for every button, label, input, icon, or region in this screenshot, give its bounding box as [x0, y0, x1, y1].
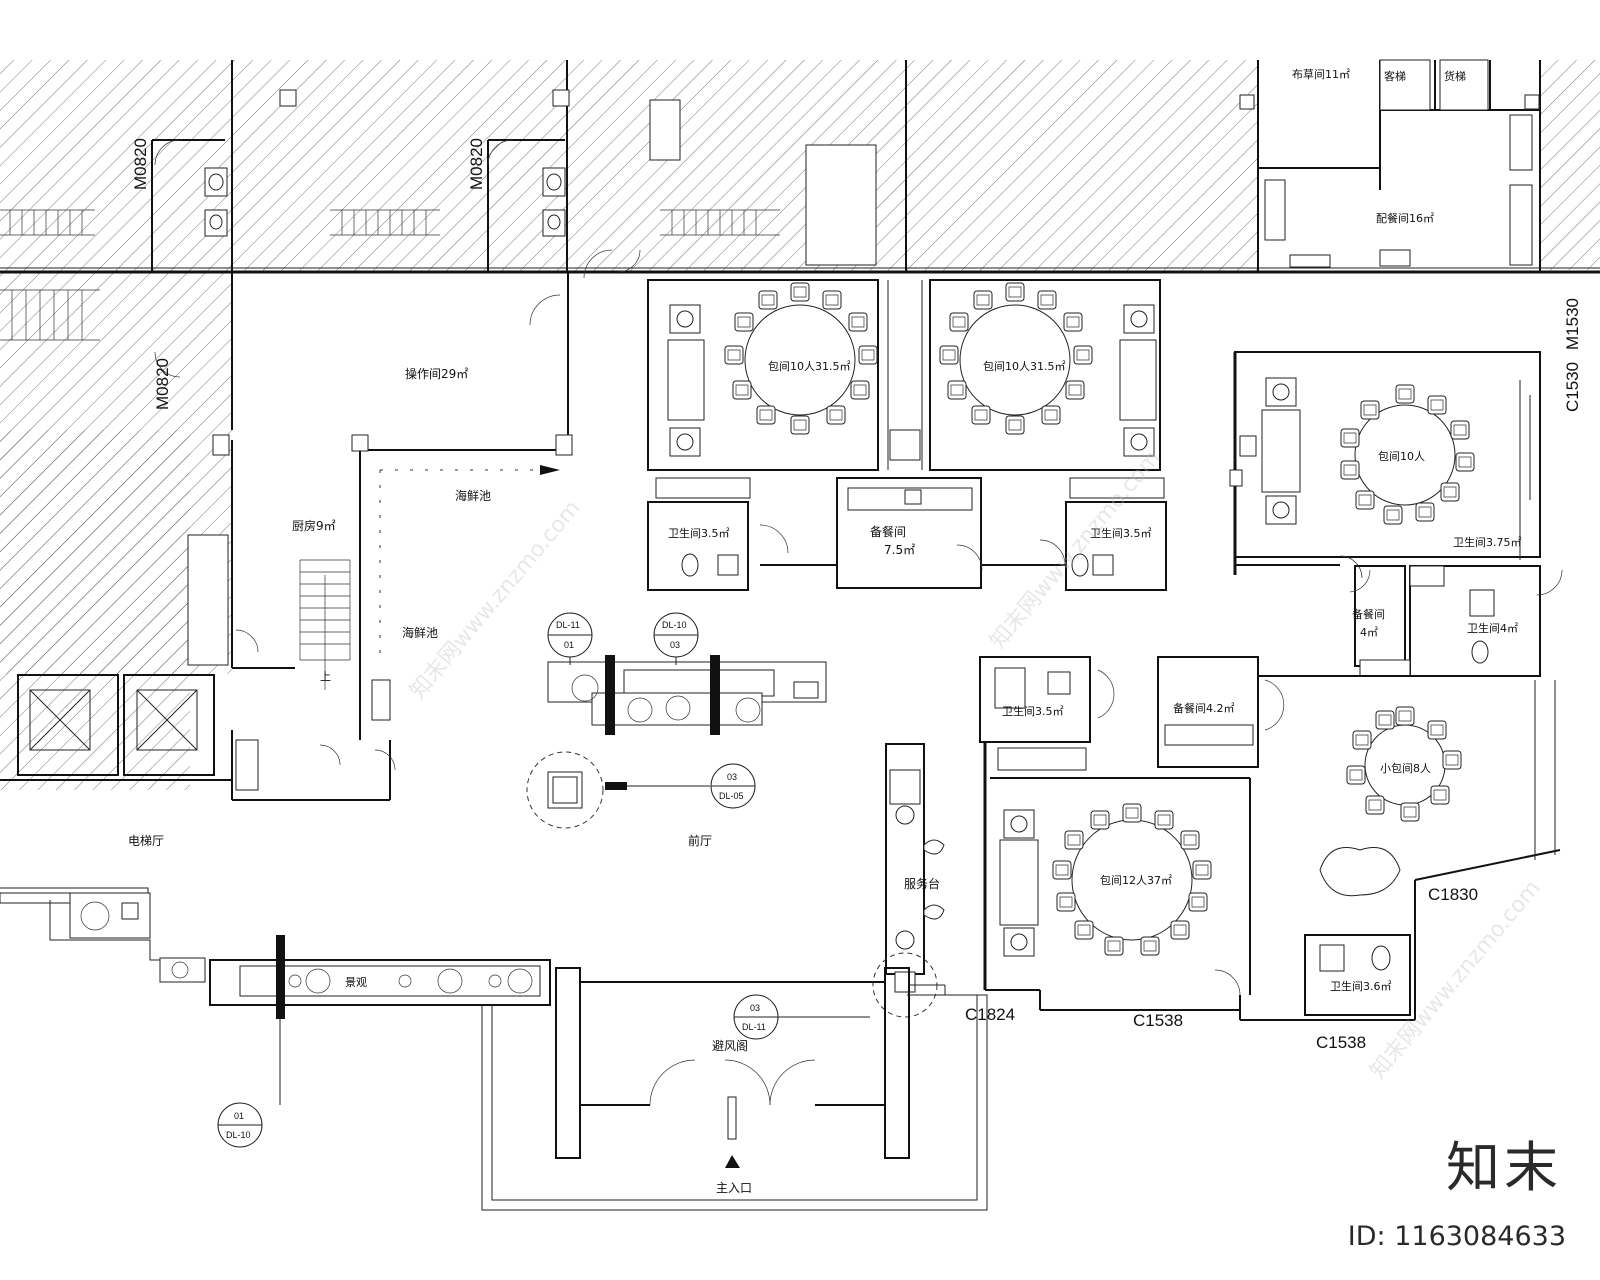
label-main-entrance: 主入口 — [716, 1181, 752, 1195]
tag-5-num: 01 — [234, 1111, 244, 1121]
label-wc-d: 卫生间4㎡ — [1467, 621, 1518, 635]
tag-1-num: 01 — [564, 640, 574, 650]
tag-1: DL-11 01 — [547, 612, 593, 665]
tag-2: DL-10 03 — [653, 612, 699, 665]
label-wc-c: 卫生间3.75㎡ — [1453, 535, 1522, 549]
label-stair-up: 上 — [320, 670, 331, 683]
tag-5: 01 DL-10 — [217, 1102, 263, 1148]
label-landscape: 景观 — [345, 976, 367, 989]
lounge-sofa — [1319, 847, 1401, 897]
code-m1530: M1530 — [1563, 298, 1582, 350]
label-operation: 操作间29㎡ — [405, 366, 468, 381]
label-seafood-2: 海鲜池 — [402, 625, 438, 640]
lower-room-walls — [979, 569, 1561, 1021]
label-pr-large: 包间12人37㎡ — [1100, 874, 1172, 887]
label-linen: 布草间11㎡ — [1292, 68, 1350, 81]
label-lift-2: 货梯 — [1444, 69, 1466, 83]
lobby-fixtures — [0, 655, 988, 1211]
tag-2-top: DL-10 — [662, 620, 687, 630]
tag-2-num: 03 — [670, 640, 680, 650]
code-m0820-c: M0820 — [153, 358, 172, 410]
table-pr-b — [939, 282, 1093, 435]
label-pantry-top: 配餐间16㎡ — [1376, 211, 1434, 225]
label-elevator-hall: 电梯厅 — [128, 834, 164, 848]
code-c1530: C1530 — [1563, 362, 1582, 412]
label-lift-1: 客梯 — [1384, 69, 1406, 83]
label-seafood-1: 海鲜池 — [455, 488, 491, 503]
label-wc-f: 卫生间3.6㎡ — [1330, 979, 1392, 993]
label-pr-c: 包间10人 — [1378, 450, 1425, 463]
label-serve-right: 备餐间 — [1352, 607, 1385, 621]
label-service-desk: 服务台 — [904, 876, 940, 891]
code-m0820-b: M0820 — [467, 138, 486, 190]
label-wc-b: 卫生间3.5㎡ — [1090, 526, 1152, 540]
label-lobby: 前厅 — [688, 833, 712, 848]
room-labels: 布草间11㎡ 配餐间16㎡ 客梯 货梯 操作间29㎡ 厨房9㎡ 海鲜池 海鲜池 … — [128, 68, 1522, 1195]
tag-5-bot: DL-10 — [226, 1130, 251, 1140]
watermark-2: 知末网www.znzmo.com — [985, 446, 1165, 654]
code-c1538-b: C1538 — [1316, 1033, 1366, 1052]
label-serve-right-area: 4㎡ — [1360, 626, 1378, 639]
label-pr-b: 包间10人31.5㎡ — [983, 360, 1066, 373]
service-walls — [0, 272, 573, 801]
label-wc-a: 卫生间3.5㎡ — [668, 526, 730, 540]
table-pr-large — [1052, 803, 1212, 956]
tag-3-num: 03 — [727, 772, 737, 782]
table-pr-a — [724, 282, 878, 435]
code-c1830: C1830 — [1428, 885, 1478, 904]
tag-4-num: 03 — [750, 1003, 760, 1013]
upper-walls — [0, 59, 1600, 341]
table-pr-small — [1346, 706, 1462, 822]
elevation-tags: DL-11 01 DL-10 03 03 DL-05 03 DL-11 — [217, 612, 870, 1148]
label-wc-e: 卫生间3.5㎡ — [1002, 704, 1064, 718]
opening-codes: M0820 M0820 M0820 M1530 C1530 C1830 C182… — [131, 138, 1582, 1052]
tag-3-bot: DL-05 — [719, 791, 744, 801]
code-m0820-a: M0820 — [131, 138, 150, 190]
watermark-3: 知末网www.znzmo.com — [1365, 876, 1545, 1084]
label-serve-mid-area: 7.5㎡ — [884, 543, 915, 557]
label-serve-lower: 备餐间4.2㎡ — [1173, 701, 1235, 715]
label-kitchen: 厨房9㎡ — [292, 518, 336, 533]
label-pr-a: 包间10人31.5㎡ — [768, 360, 851, 373]
tag-4-bot: DL-11 — [742, 1022, 766, 1032]
label-pr-small: 小包间8人 — [1380, 762, 1431, 775]
code-c1824: C1824 — [965, 1005, 1015, 1024]
table-pr-c — [1340, 384, 1475, 525]
code-c1538-a: C1538 — [1133, 1011, 1183, 1030]
hatched-area — [0, 60, 1600, 790]
tag-1-top: DL-11 — [556, 620, 580, 630]
brand-logo: 知末 — [1446, 1136, 1562, 1199]
label-serve-mid: 备餐间 — [870, 524, 906, 539]
private-room-walls — [647, 279, 1167, 591]
tag-4: 03 DL-11 — [733, 994, 870, 1040]
label-vestibule: 避风阁 — [712, 1039, 748, 1053]
door-swings — [154, 139, 1363, 771]
tag-3: 03 DL-05 — [710, 763, 756, 809]
image-id: ID: 1163084633 — [1347, 1221, 1566, 1252]
